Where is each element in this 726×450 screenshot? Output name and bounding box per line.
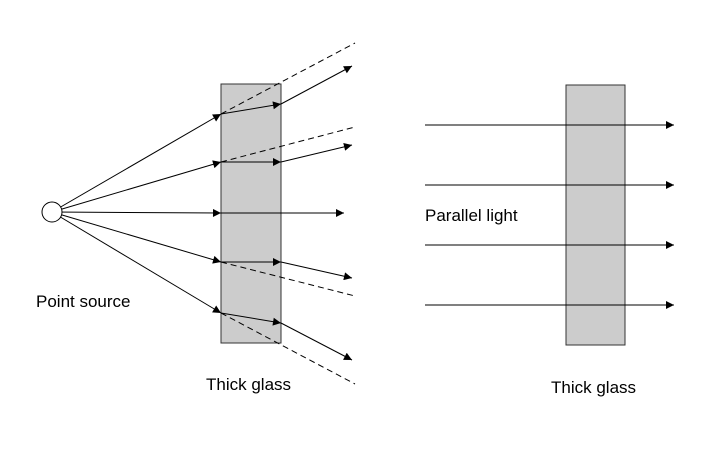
ray-emergent-2 bbox=[280, 142, 353, 163]
point-source-setup bbox=[41, 42, 356, 385]
ray-incident-4 bbox=[51, 211, 222, 264]
parallel-light-label: Parallel light bbox=[425, 206, 518, 225]
ray-extension-5 bbox=[220, 312, 356, 385]
point-source-label: Point source bbox=[36, 292, 131, 311]
ray-extension-1 bbox=[220, 42, 356, 115]
ray-emergent-4 bbox=[280, 261, 353, 281]
ray-incident-2 bbox=[51, 160, 222, 213]
parallel-light-setup bbox=[425, 84, 674, 346]
ray-emergent-5 bbox=[280, 322, 353, 361]
ray-refracted-5 bbox=[220, 312, 282, 326]
ray-emergent-1 bbox=[280, 65, 353, 105]
ray-extension-2 bbox=[220, 126, 356, 163]
ray-refracted-1 bbox=[220, 101, 282, 115]
point-source-circle bbox=[41, 201, 63, 223]
ray-incident-5 bbox=[51, 211, 222, 314]
ray-incident-3 bbox=[51, 208, 222, 217]
thick-glass-label-right: Thick glass bbox=[551, 378, 637, 397]
ray-incident-1 bbox=[51, 113, 222, 213]
thick-glass-label-left: Thick glass bbox=[206, 375, 292, 394]
ray-extension-4 bbox=[220, 261, 356, 297]
thick-glass-slab-right bbox=[565, 84, 626, 346]
